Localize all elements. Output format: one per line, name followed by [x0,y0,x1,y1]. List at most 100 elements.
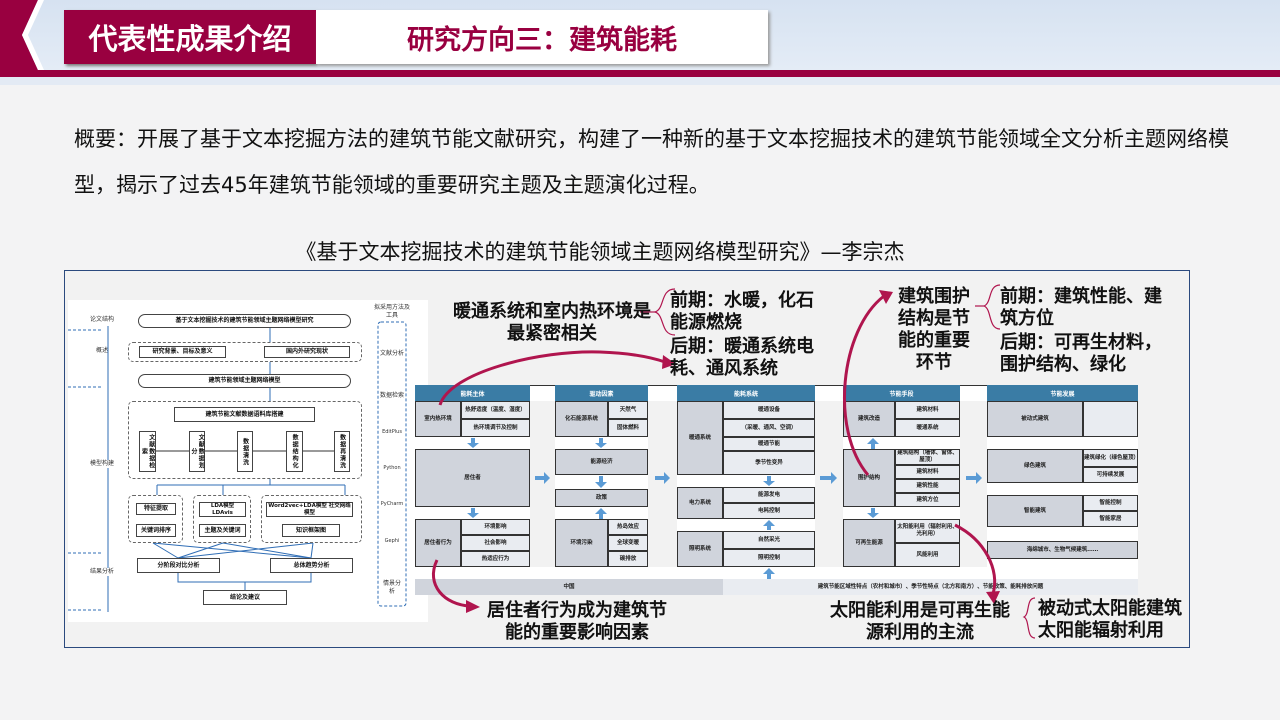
arrow-down-icon [763,476,775,486]
table-header: 能耗系统 [677,385,815,401]
table-header: 驱动因素 [555,385,648,401]
flowchart-connectors [68,321,407,612]
gap [530,401,555,567]
gap [815,401,843,567]
flow-box: 研究背景、目标及意义 [139,346,226,358]
flow-title: 基于文本挖掘技术的建筑节能领域主题网络模型研究 [138,314,351,328]
table-header: 节能手段 [843,385,960,401]
cell: 风能利用 [895,543,960,567]
label-model: 模型构建 [82,460,122,468]
cell: 天然气 [608,401,648,419]
flow-box: 建筑节能文献数据语料库搭建 [174,407,315,422]
flow-box: 总体趋势分析 [270,558,353,573]
tool: 情景分析 [382,580,401,595]
callout-solar-detail-1: 被动式太阳能建筑 [1038,598,1182,619]
flow-box: 国内外研究现状 [264,346,350,358]
tool: Gephi [384,538,400,544]
flow-step: 文献数据检索 [139,431,156,472]
flow-step: 数据结构化 [286,431,303,472]
callout-solar-detail-2: 太阳能辐射利用 [1038,620,1164,641]
overview-group [128,342,362,362]
tool: 数据检索 [379,392,404,399]
arrow-right-icon [655,472,670,484]
cell: 建筑绿化（绿色屋顶） [1083,449,1138,467]
tool: 文献分析 [379,350,404,357]
flow-box: 建筑节能领域主题网络模型 [138,374,351,388]
cell: 居住者行为 [415,519,461,567]
cell: 建筑性能 [895,479,960,493]
cell: 建筑结构（墙体、窗体、屋顶） [895,449,960,465]
cell: 照明控制 [723,549,815,567]
cell: 电力系统 [677,487,723,519]
callout-envelope-late: 后期：可再生材料，围护结构、绿化 [1000,332,1162,375]
cell: 可持续发展 [1083,467,1138,483]
label-structure: 论文结构 [89,316,114,323]
lda-group [193,495,251,543]
flow-step: 数据清洗 [237,431,253,472]
cell: 全球变暖 [608,535,648,551]
flow-box: 主题及关键词 [199,524,246,537]
word2vec-group [261,495,362,543]
callout-envelope-early: 前期：建筑性能、建筑方位 [1000,286,1162,329]
arrow-up-icon [595,508,607,519]
arrow-down-icon [467,508,479,518]
arrow-down-icon [467,438,479,448]
citation: 《基于文本挖掘技术的建筑节能领域主题网络模型研究》—李宗杰 [295,240,905,264]
cell: 建筑改造 [843,401,895,437]
cell: 被动式建筑 [987,401,1083,437]
flow-box: LDA模型 LDAvis [199,502,246,517]
cell: 热岛效应 [608,519,648,535]
cell: （采暖、通风、空调） [723,419,815,437]
cell: 环境污染 [555,519,608,567]
footer-cell: 中国 [415,579,723,595]
footer-cell: 建筑节能区域性特点（农村和城市）、季节性特点（北方和南方）、节能政策、能耗排放问… [723,579,1138,595]
cell: 室内热环境 [415,401,461,437]
summary-text: 概要：开展了基于文本挖掘方法的建筑节能文献研究，构建了一种新的基于文本挖掘技术的… [74,127,1229,197]
arrow-right-icon [966,472,982,484]
flow-box: 关键词排序 [136,524,176,537]
flow-box: 知识框架图 [282,524,340,537]
cell [1083,401,1138,437]
cell: 居住者 [415,449,530,507]
cell: 暖通系统 [895,419,960,437]
cell: 暖通系统 [677,401,723,475]
header-shadow [0,77,1280,85]
cell: 绿色建筑 [987,449,1083,483]
callout-hvac-late: 后期：暖通系统电耗、通风系统 [670,336,814,379]
model-group [128,401,362,479]
cell: 智能家居 [1083,511,1138,527]
callout-hvac: 暖通系统和室内热环境是最紧密相关 [453,301,651,344]
arrow-up-icon [763,568,775,579]
cell: 照明系统 [677,531,723,567]
arrow-down-icon [595,438,607,448]
cell: 碳排放 [608,551,648,567]
flow-step: 数据再清洗 [334,431,350,472]
callout-envelope: 建筑围护结构是节能的重要环节 [898,286,970,373]
cell: 政策 [555,489,648,507]
gap [648,401,677,567]
arrow-up-icon [867,438,879,449]
cell: 智能控制 [1083,495,1138,511]
cell: 热环境调节及控制 [461,419,530,437]
arrow-down-icon [595,476,607,488]
cell: 海绵城市、生物气候建筑…… [987,541,1138,559]
tool: PyCharm [380,501,404,507]
feature-group [128,495,183,543]
cell: 社会影响 [461,535,530,551]
tool: EditPlus [382,429,402,435]
cell: 建筑材料 [895,401,960,419]
cell: 可再生能源 [843,519,895,567]
cell: 太阳能利用（辐射利用、光利用） [895,519,960,543]
flow-box: 分阶段对比分析 [137,558,220,573]
cell: 季节性变异 [723,451,815,475]
tool: Python [383,465,401,471]
flow-step: 文献数据划分 [189,431,205,472]
research-flowchart: 论文结构 概述 模型构建 结果分析 拟采用方法及工具 文献分析 数据检索 Edi… [68,300,428,622]
flow-box: Word2vec+LDA模型 社交网络模型 [266,502,353,517]
callout-hvac-early: 前期：水暖，化石能源燃烧 [670,290,814,333]
cell: 能源经济 [555,449,648,475]
callout-solar: 太阳能利用是可再生能源利用的主流 [830,600,1010,643]
tools-title: 拟采用方法及工具 [373,304,410,319]
